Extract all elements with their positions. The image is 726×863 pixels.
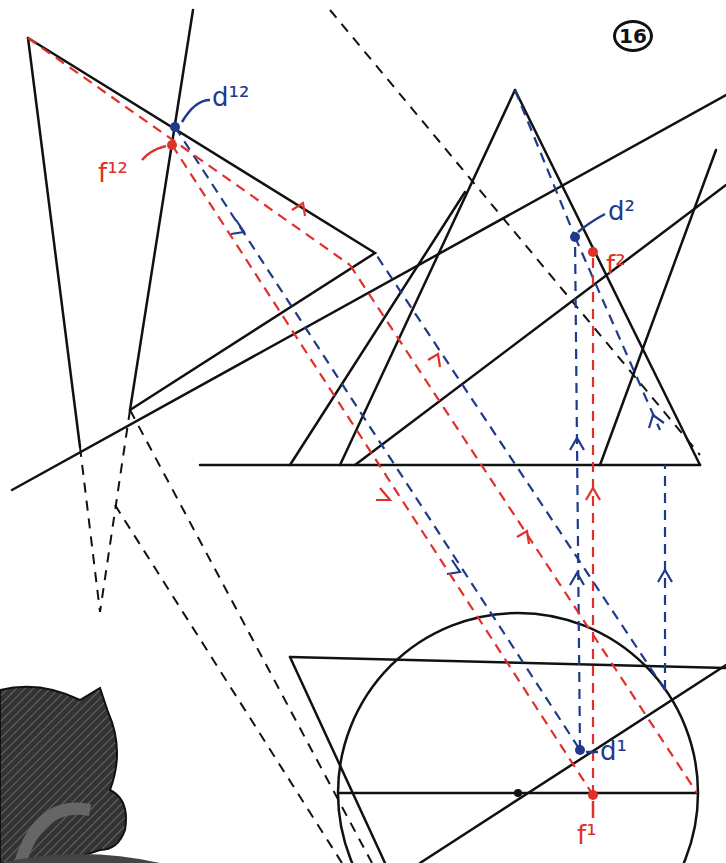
point-label: f¹²	[98, 160, 128, 186]
point-label: d¹	[600, 738, 627, 764]
point-label: d²	[608, 198, 635, 224]
point-label: f¹	[577, 822, 597, 848]
point-label: f²	[606, 252, 626, 278]
point-label: d¹²	[212, 84, 249, 110]
callout-number: 16	[613, 20, 653, 52]
